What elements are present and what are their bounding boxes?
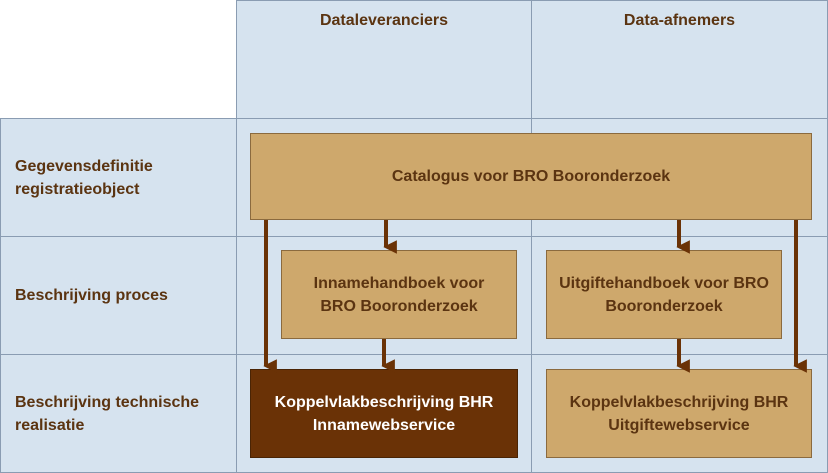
cell-row-process-label (0, 236, 237, 355)
row-label-technical-text: Beschrijving technische realisatie (15, 393, 200, 434)
output-interface-box-text: Koppelvlakbeschrijving BHR Uitgiftewebse… (569, 393, 789, 434)
catalogue-box: Catalogus voor BRO Booronderzoek (250, 133, 812, 220)
intake-manual-box: Innamehandboek voor BRO Booronderzoek (281, 250, 517, 339)
output-manual-box-text: Uitgiftehandboek voor BRO Booronderzoek (559, 274, 769, 315)
catalogue-box-text: Catalogus voor BRO Booronderzoek (391, 168, 671, 185)
cell-header-consumers (531, 0, 828, 119)
intake-interface-box: Koppelvlakbeschrijving BHR Innamewebserv… (250, 369, 518, 458)
cell-header-suppliers (236, 0, 532, 119)
output-manual-box: Uitgiftehandboek voor BRO Booronderzoek (546, 250, 782, 339)
column-header-suppliers: Dataleveranciers (319, 12, 449, 29)
intake-manual-box-text: Innamehandboek voor BRO Booronderzoek (313, 274, 485, 315)
row-label-process: Beschrijving proces (0, 236, 237, 355)
output-interface-box: Koppelvlakbeschrijving BHR Uitgiftewebse… (546, 369, 812, 458)
cell-row-technical-label (0, 354, 237, 473)
column-header-consumers: Data-afnemers (623, 12, 736, 29)
row-label-technical: Beschrijving technische realisatie (0, 354, 237, 473)
row-label-process-text: Beschrijving proces (15, 287, 168, 304)
row-label-definition: Gegevensdefinitie registratieobject (0, 118, 237, 237)
row-label-definition-text: Gegevensdefinitie registratieobject (15, 157, 153, 198)
intake-interface-box-text: Koppelvlakbeschrijving BHR Innamewebserv… (274, 393, 494, 434)
